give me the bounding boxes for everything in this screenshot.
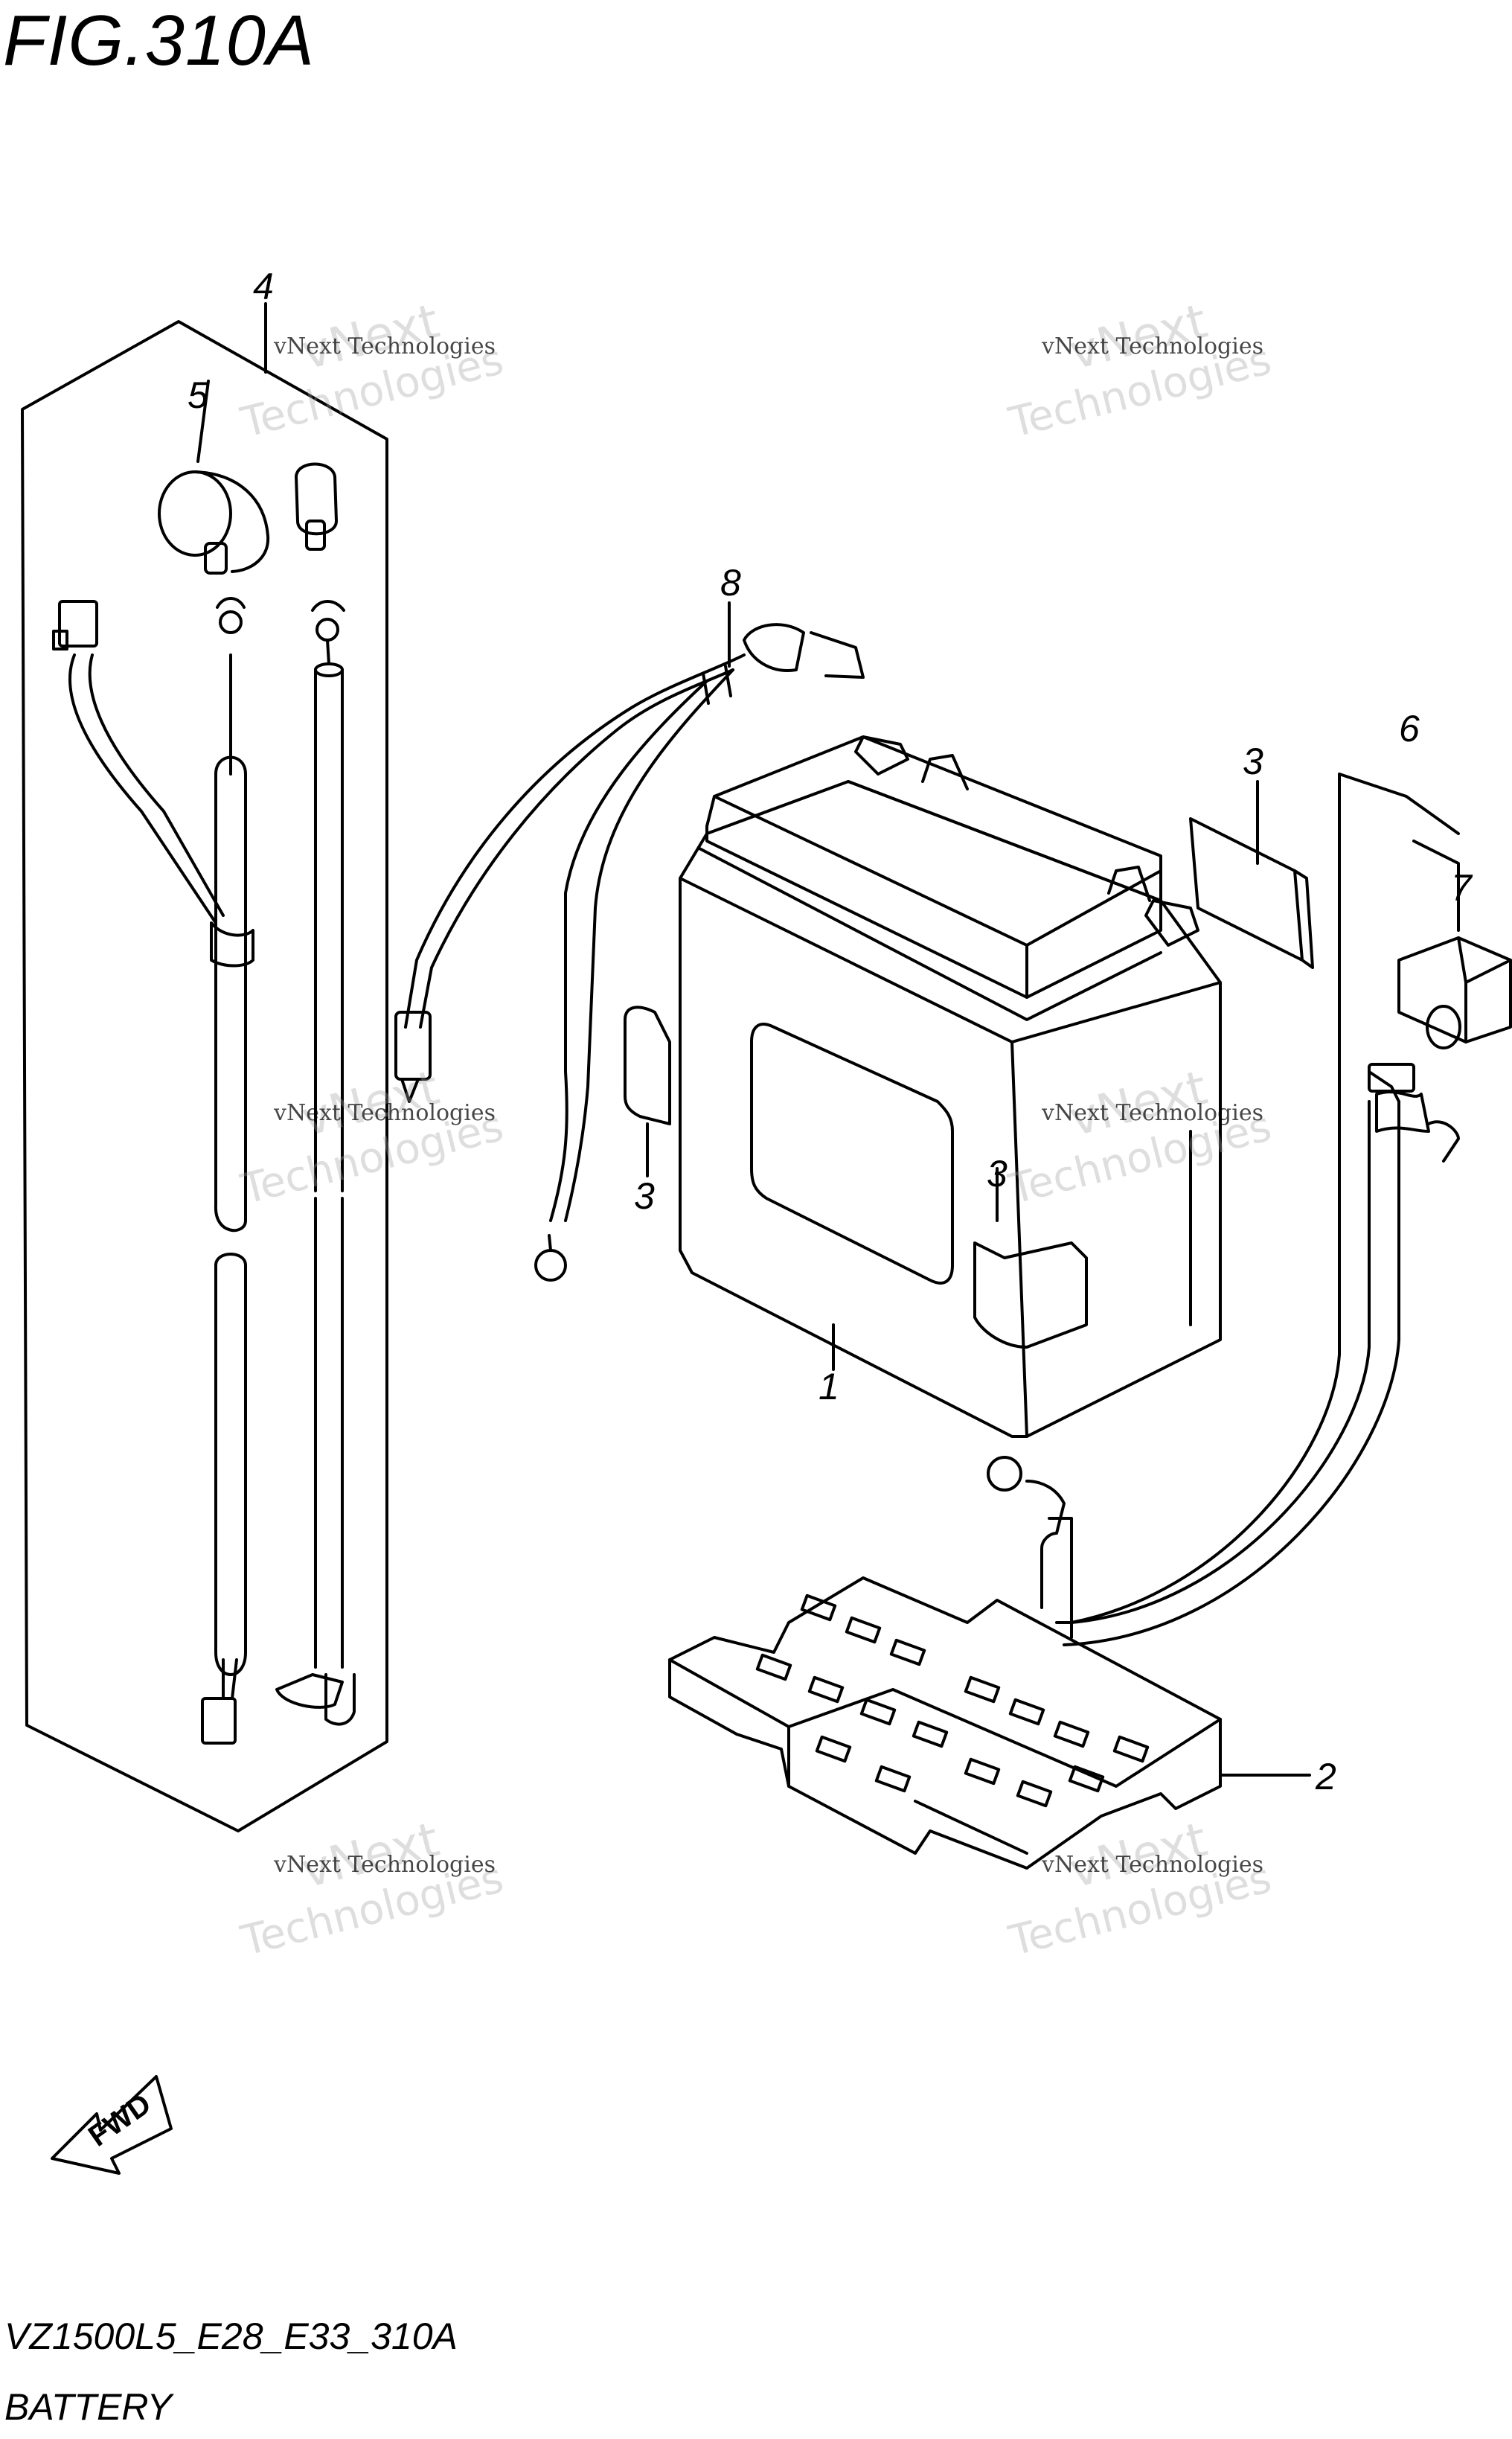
battery-cable-part-8 xyxy=(394,601,865,1282)
pad-part-3-upper xyxy=(1189,780,1314,969)
fwd-arrow-icon xyxy=(51,2075,173,2175)
battery-part-1 xyxy=(624,735,1222,1438)
pad-part-3-front xyxy=(973,1241,1088,1349)
watermark: vNext Technologies xyxy=(274,1852,496,1878)
watermark: vNext Technologies xyxy=(1042,333,1264,359)
watermark: vNext Technologies xyxy=(1042,1852,1264,1878)
figure-title: FIG.310A xyxy=(3,1,315,80)
pad-part-3-side xyxy=(624,1006,671,1125)
battery-tray-part-2 xyxy=(668,1576,1311,1870)
figure-name: BATTERY xyxy=(4,2386,173,2428)
watermark: vNext Technologies xyxy=(1042,1100,1264,1126)
battery-cable-part-6 xyxy=(987,773,1460,1646)
callout-8: 8 xyxy=(720,562,741,604)
callout-4: 4 xyxy=(253,266,274,307)
harness-kit-outline xyxy=(21,320,388,1832)
tray-slots xyxy=(755,1593,1150,1808)
figure-code: VZ1500L5_E28_E33_310A xyxy=(4,2315,458,2357)
callout-2: 2 xyxy=(1315,1756,1336,1797)
cap-part-7 xyxy=(1397,892,1512,1049)
callout-5: 5 xyxy=(188,374,208,416)
callout-6: 6 xyxy=(1399,708,1420,749)
fwd-label: FWD xyxy=(83,2087,157,2152)
callout-1: 1 xyxy=(819,1366,839,1407)
rubber-cap-part-5 xyxy=(158,380,338,575)
callout-7: 7 xyxy=(1451,867,1473,909)
watermark: vNext Technologies xyxy=(274,333,496,359)
kit-harness-wires xyxy=(52,597,356,1745)
watermark: vNext Technologies xyxy=(274,1100,496,1126)
callout-3-upper: 3 xyxy=(1243,741,1263,782)
callout-3-side: 3 xyxy=(634,1175,655,1217)
callout-3-front: 3 xyxy=(987,1153,1008,1195)
